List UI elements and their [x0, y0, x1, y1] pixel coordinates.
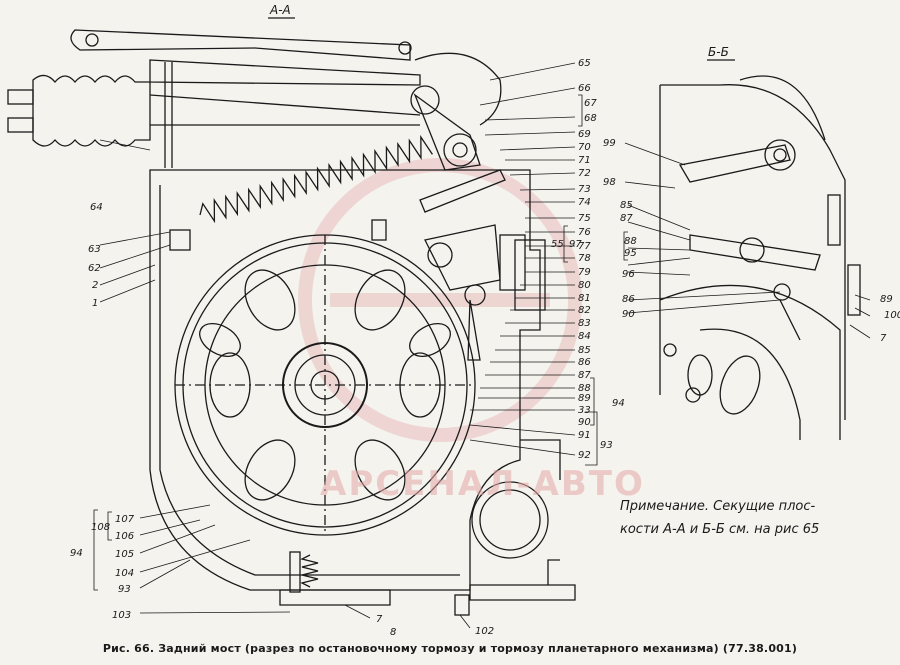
aa-right-callout-65: 65 [578, 58, 591, 69]
housing-outline [149, 169, 541, 591]
bb-callout-95: 95 [624, 248, 637, 259]
aa-right-callout-72: 72 [578, 168, 591, 179]
aa-right-callout-75: 75 [578, 213, 591, 224]
aa-group-callout-55: 55 [551, 239, 564, 250]
bb-callout-86: 86 [622, 294, 635, 305]
aa-bottom-left-callout-105: 105 [115, 549, 134, 560]
aa-bottom-callout-102: 102 [475, 626, 494, 637]
group-brackets [93, 94, 628, 591]
section-aa-title: А-А [269, 3, 291, 17]
leader-lines [99, 62, 871, 629]
aa-right-callout-87: 87 [578, 370, 591, 381]
section-bb-title: Б-Б [708, 45, 729, 59]
watermark-logo [298, 158, 582, 442]
bb-callout-85: 85 [620, 200, 633, 211]
aa-right-callout-69: 69 [578, 129, 591, 140]
aa-bottom-left-callout-106: 106 [115, 531, 134, 542]
note-line-2: кости А-А и Б-Б см. на рис 65 [620, 522, 820, 537]
aa-right-callout-91: 91 [578, 430, 591, 441]
bb-callout-99: 99 [603, 138, 616, 149]
aa-right-callout-86: 86 [578, 357, 591, 368]
aa-group-callout-97: 97 [569, 239, 582, 250]
aa-right-callout-76: 76 [578, 227, 591, 238]
aa-bottom-callout-7: 7 [376, 614, 383, 625]
brake-linkage [169, 52, 546, 361]
aa-right-callout-84: 84 [578, 331, 591, 342]
aa-right-callout-83: 83 [578, 318, 591, 329]
aa-right-callout-85: 85 [578, 345, 591, 356]
aa-left-callout-2: 2 [92, 280, 98, 291]
aa-right-callout-68: 68 [584, 113, 597, 124]
section-bb-view [659, 75, 861, 440]
aa-left-callout-63: 63 [88, 244, 101, 255]
aa-group-callout-94: 94 [612, 398, 625, 409]
aa-left-callout-62: 62 [88, 263, 101, 274]
aa-right-callout-73: 73 [578, 184, 591, 195]
aa-right-callout-78: 78 [578, 253, 591, 264]
aa-bottom-group-callout-94: 94 [70, 548, 83, 559]
aa-right-callout-74: 74 [578, 197, 591, 208]
brake-drum [174, 234, 476, 536]
bb-callout-88: 88 [624, 236, 637, 247]
aa-bottom-left-callout-103: 103 [112, 610, 131, 621]
aa-right-callout-66: 66 [578, 83, 591, 94]
aa-left-callout-64: 64 [90, 202, 103, 213]
aa-right-callout-80: 80 [578, 280, 591, 291]
aa-right-callout-81: 81 [578, 293, 591, 304]
bb-callout-87: 87 [620, 213, 633, 224]
aa-bottom-left-callout-104: 104 [115, 568, 134, 579]
note: Примечание. Секущие плос- кости А-А и Б-… [620, 495, 890, 541]
aa-bottom-left-callout-107: 107 [115, 514, 135, 525]
aa-bottom-group-callout-108: 108 [91, 522, 110, 533]
bearing-housing [279, 439, 576, 616]
watermark-text: АРСЕНАЛ-АВТО [320, 464, 645, 504]
aa-right-callout-82: 82 [578, 305, 591, 316]
bb-callout-96: 96 [622, 269, 635, 280]
aa-bottom-left-callout-93: 93 [118, 584, 131, 595]
aa-right-callout-77: 77 [578, 241, 591, 252]
note-line-1: Примечание. Секущие плос- [620, 499, 816, 514]
aa-right-callout-90: 90 [578, 417, 591, 428]
aa-right-callout-88: 88 [578, 383, 591, 394]
callout-layer: 6566676869707172737475767778798081828384… [70, 58, 900, 638]
bb-callout-7: 7 [880, 333, 887, 344]
handle-bellows [7, 74, 421, 147]
aa-right-callout-70: 70 [578, 142, 591, 153]
bb-callout-89: 89 [880, 294, 893, 305]
aa-bottom-callout-8: 8 [390, 627, 396, 638]
bb-callout-100: 100 [884, 310, 900, 321]
aa-right-callout-33: 33 [578, 405, 591, 416]
aa-left-callout-1: 1 [92, 298, 98, 309]
aa-right-callout-92: 92 [578, 450, 591, 461]
aa-right-callout-79: 79 [578, 267, 591, 278]
figure-caption: Рис. 66. Задний мост (разрез по останово… [102, 642, 798, 655]
aa-right-callout-71: 71 [578, 155, 591, 166]
bb-callout-98: 98 [603, 177, 616, 188]
bb-callout-90: 90 [622, 309, 635, 320]
lower-spring [300, 554, 319, 588]
aa-group-callout-93: 93 [600, 440, 613, 451]
tension-spring [199, 134, 433, 224]
aa-right-callout-89: 89 [578, 393, 591, 404]
aa-right-callout-67: 67 [584, 98, 597, 109]
top-lever [70, 29, 421, 168]
